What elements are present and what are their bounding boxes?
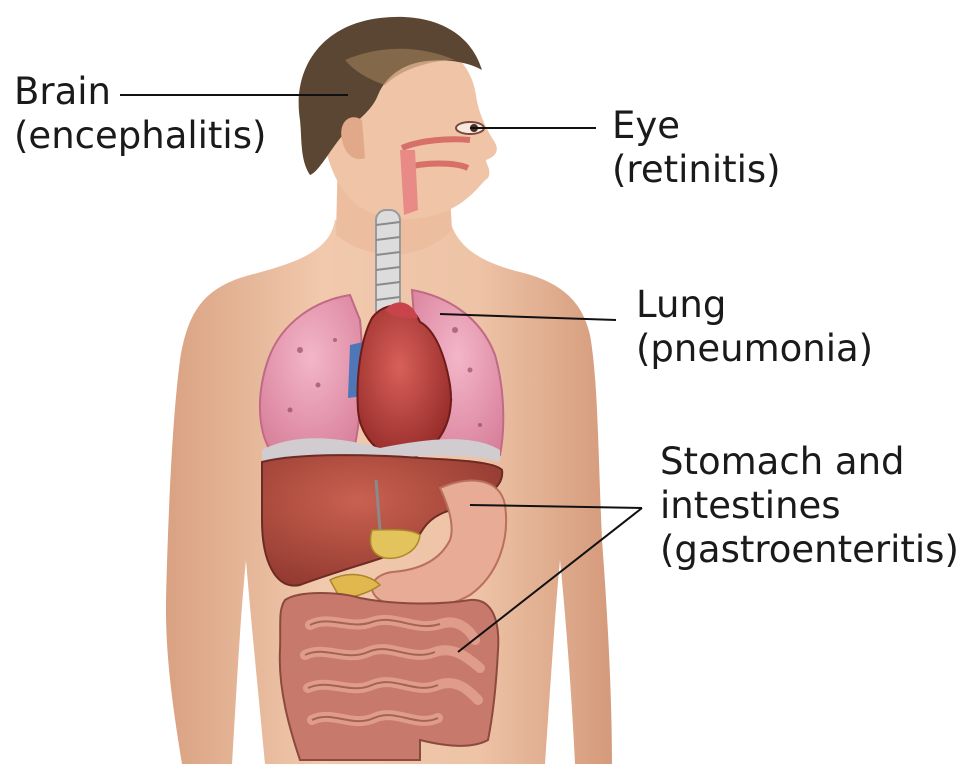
eye-condition-text: (retinitis) bbox=[612, 148, 781, 192]
brain-organ-text: Brain bbox=[14, 70, 266, 114]
gut-condition-text: (gastroenteritis) bbox=[660, 528, 959, 572]
gut-label: Stomach and intestines (gastroenteritis) bbox=[660, 440, 959, 572]
brain-condition-text: (encephalitis) bbox=[14, 114, 266, 158]
brain-label: Brain (encephalitis) bbox=[14, 70, 266, 158]
lung-organ-text: Lung bbox=[636, 283, 873, 327]
eye-organ-text: Eye bbox=[612, 104, 781, 148]
lung-label: Lung (pneumonia) bbox=[636, 283, 873, 371]
lung-condition-text: (pneumonia) bbox=[636, 327, 873, 371]
gut-line1-text: Stomach and bbox=[660, 440, 959, 484]
eye-label: Eye (retinitis) bbox=[612, 104, 781, 192]
gut-line2-text: intestines bbox=[660, 484, 959, 528]
